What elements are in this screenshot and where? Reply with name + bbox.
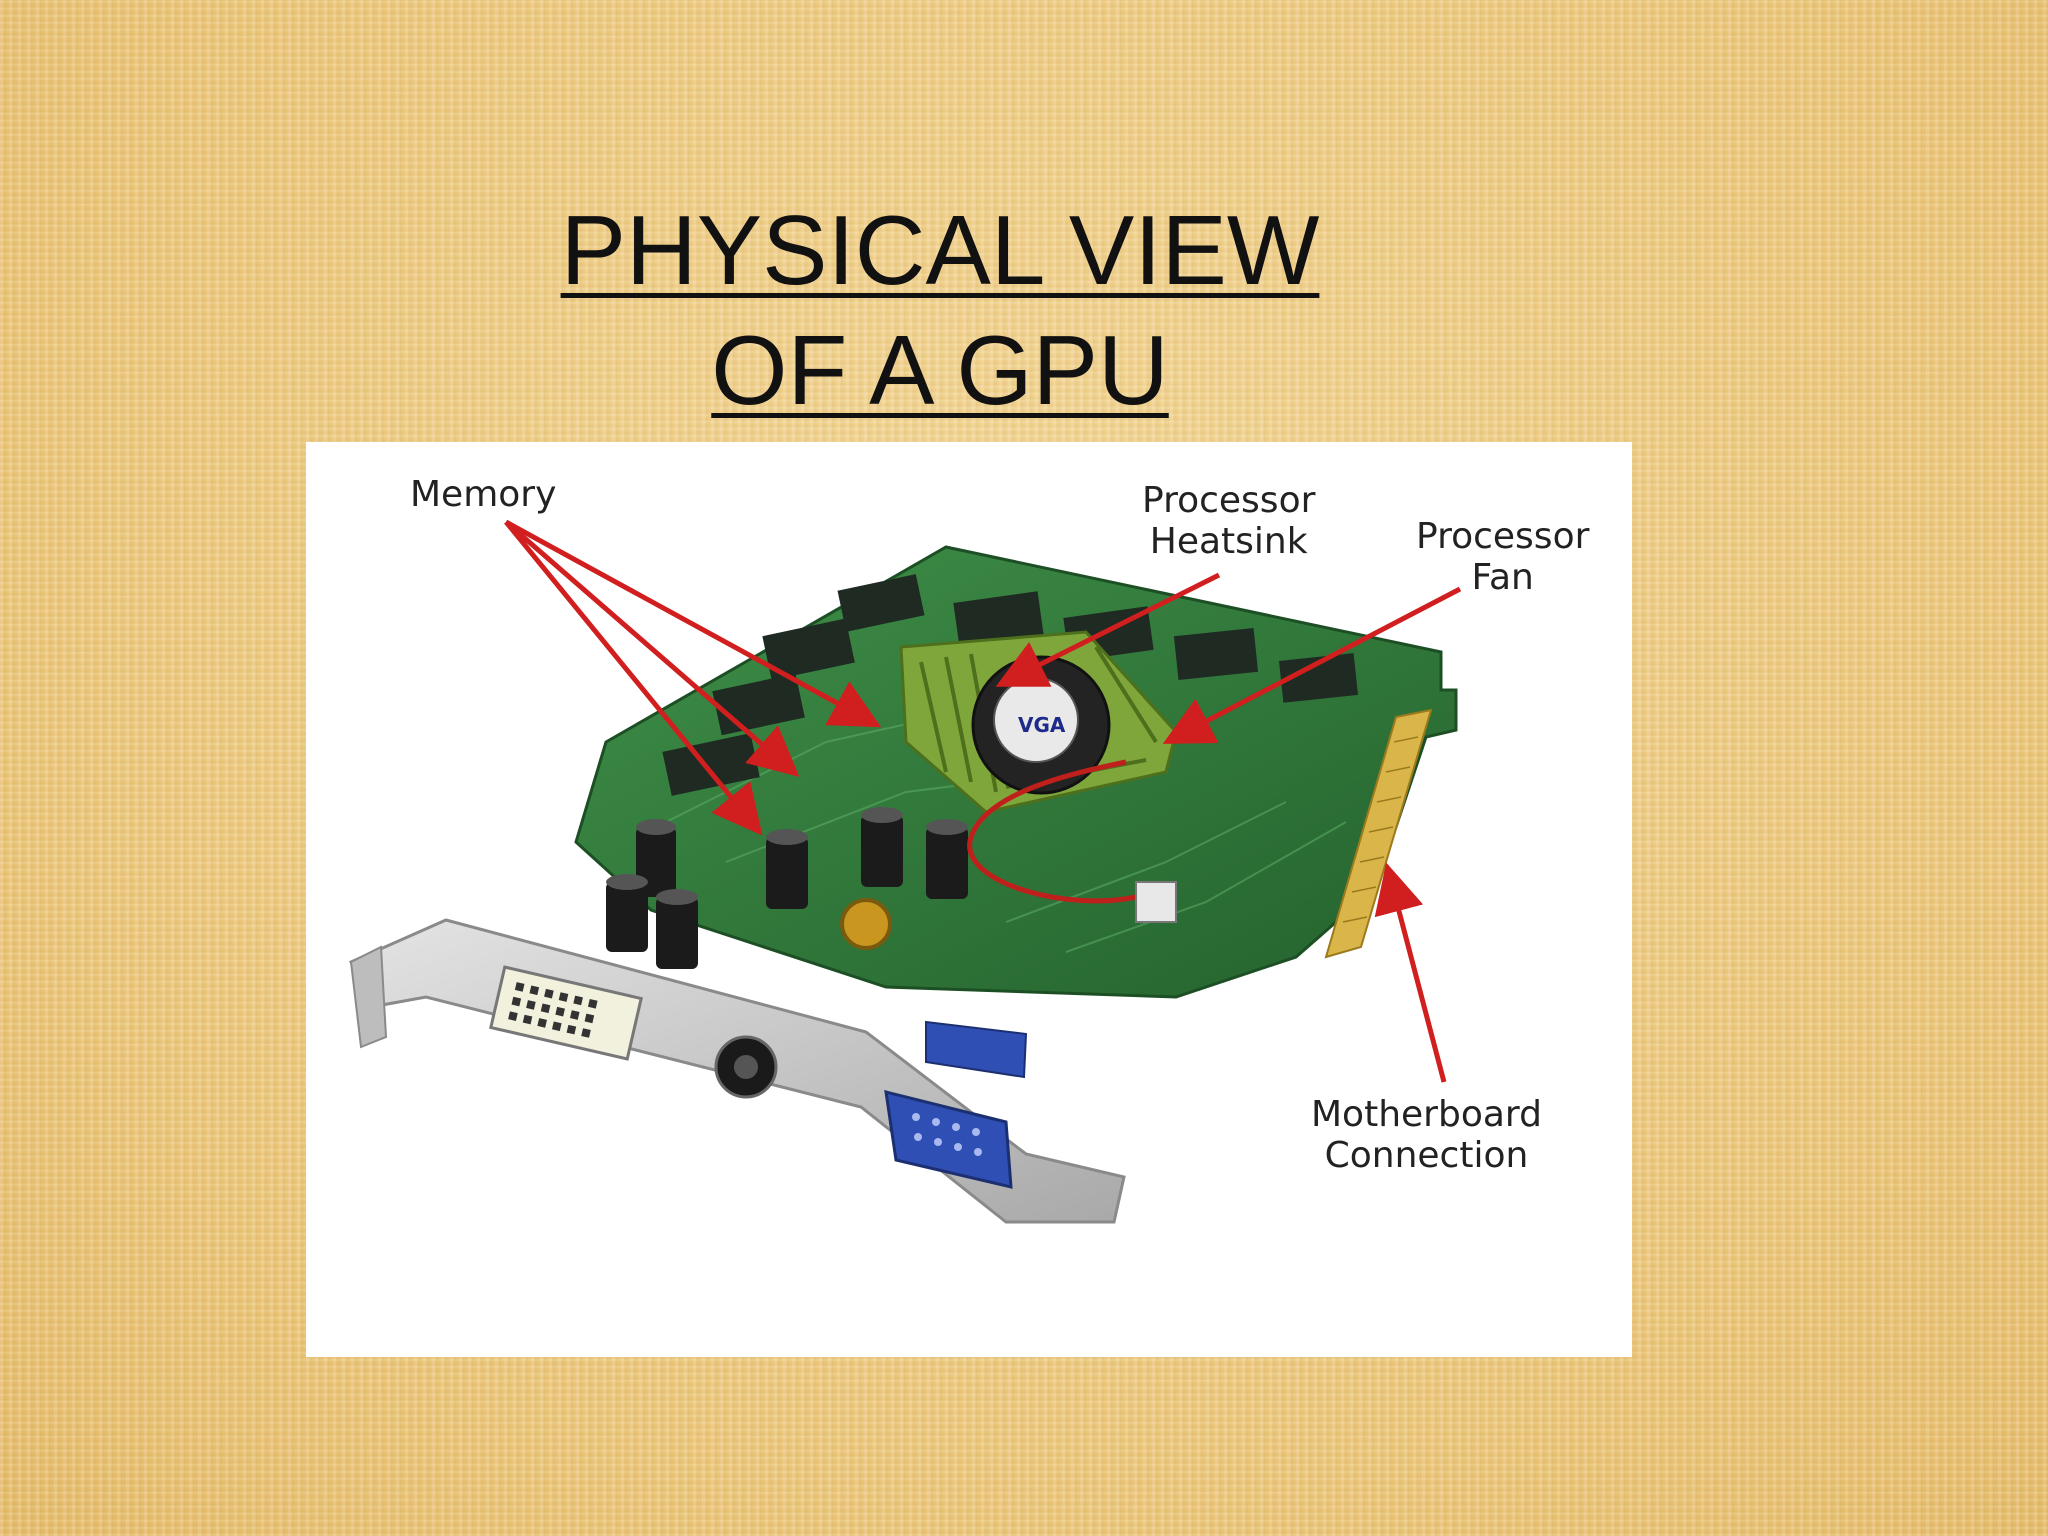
memory-chip bbox=[762, 618, 855, 681]
memory-chip bbox=[1173, 627, 1259, 681]
capacitor bbox=[606, 882, 648, 952]
memory-chip bbox=[662, 733, 760, 796]
callout-arrows bbox=[504, 519, 1462, 1083]
inductor-coil bbox=[840, 898, 892, 950]
capacitor bbox=[861, 815, 903, 887]
memory-chip bbox=[953, 591, 1044, 647]
memory-label: Memory bbox=[410, 474, 557, 515]
motherboard-arrow bbox=[1374, 862, 1447, 1083]
vga-header bbox=[925, 1020, 1028, 1079]
bracket-tab bbox=[349, 945, 388, 1049]
slide-title: PHYSICAL VIEW OF A GPU bbox=[440, 190, 1440, 430]
memory-arrow-1 bbox=[504, 519, 882, 728]
gpu-diagram-figure: VGA bbox=[306, 442, 1632, 1357]
vga-connector bbox=[884, 1090, 1013, 1189]
processor-heatsink-label: Processor Heatsink bbox=[1142, 480, 1316, 562]
motherboard-connection-label: Motherboard Connection bbox=[1311, 1094, 1542, 1176]
motherboard-edge-connector bbox=[1324, 708, 1433, 959]
s-video-port bbox=[714, 1035, 778, 1099]
dvi-connector bbox=[489, 965, 643, 1061]
gpu-illustration: VGA bbox=[349, 519, 1462, 1224]
fan-arrow bbox=[1162, 586, 1462, 744]
capacitor bbox=[926, 827, 968, 899]
memory-arrow-3 bbox=[504, 520, 763, 836]
memory-chip bbox=[1279, 653, 1358, 703]
title-line-2: OF A GPU bbox=[711, 315, 1169, 425]
title-line-1: PHYSICAL VIEW bbox=[560, 195, 1320, 305]
memory-arrow-2 bbox=[504, 520, 800, 777]
capacitor bbox=[766, 837, 808, 909]
capacitors bbox=[606, 807, 968, 969]
heatsink-arrow bbox=[995, 572, 1221, 687]
processor-fan-label: Processor Fan bbox=[1416, 516, 1590, 598]
capacitor bbox=[656, 897, 698, 969]
fan-cable bbox=[967, 759, 1137, 904]
fan-connector bbox=[1135, 881, 1177, 923]
fan-sticker-icon: VGA bbox=[1018, 713, 1066, 737]
memory-chip bbox=[837, 574, 925, 632]
